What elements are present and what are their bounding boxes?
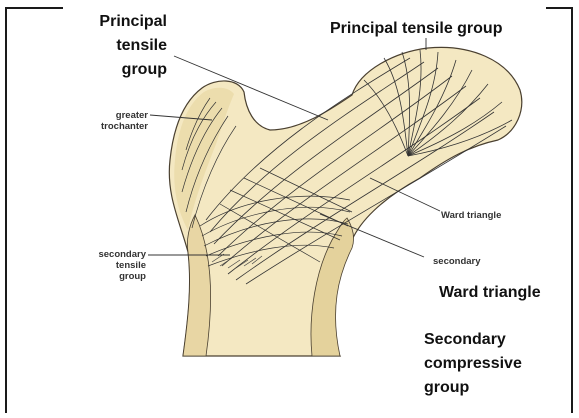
label-line: trochanter [80, 121, 148, 132]
label-ward-triangle-small: Ward triangle [441, 210, 501, 221]
label-line: tensile [74, 260, 146, 271]
label-line: greater [80, 110, 148, 121]
label-secondary-tensile: secondary tensile group [74, 249, 146, 282]
label-line: compressive [424, 352, 522, 376]
label-line: tensile [89, 34, 167, 58]
label-ward-triangle-bold: Ward triangle [439, 281, 541, 305]
label-line: group [424, 376, 522, 400]
label-line: Principal [89, 10, 167, 34]
label-line: group [74, 271, 146, 282]
label-line: secondary [74, 249, 146, 260]
label-secondary-small: secondary [433, 256, 481, 267]
label-greater-trochanter: greater trochanter [80, 110, 148, 132]
label-secondary-compressive: Secondary compressive group [424, 328, 522, 400]
label-principal-tensile-left: Principal tensile group [89, 10, 167, 82]
label-line: Secondary [424, 328, 522, 352]
label-line: group [89, 58, 167, 82]
label-principal-tensile-right: Principal tensile group [330, 17, 502, 41]
